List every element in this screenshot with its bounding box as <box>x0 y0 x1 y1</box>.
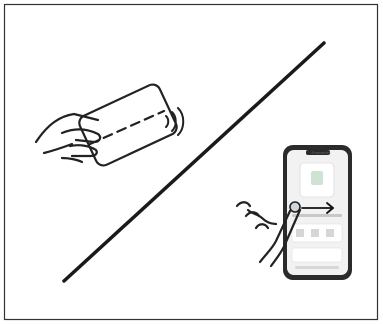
contactless-card-icon <box>36 82 183 168</box>
phone-screen-title: Praeventis <box>296 150 346 155</box>
